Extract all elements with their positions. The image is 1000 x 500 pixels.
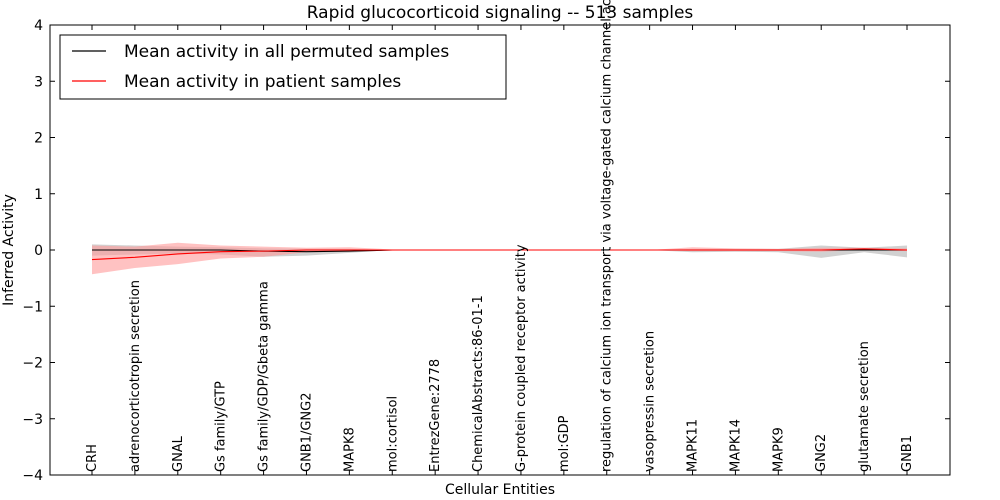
x-tick-label: glutamate secretion <box>857 341 872 472</box>
y-ticks: 4 3 2 1 0 −1 −2 −3 −4 <box>22 18 950 484</box>
y-tick-label: 0 <box>34 243 43 259</box>
y-tick-label: 4 <box>34 18 43 34</box>
x-tick-label: G-protein coupled receptor activity <box>514 244 529 472</box>
series-lines <box>91 248 908 261</box>
x-tick-label: vasopressin secretion <box>643 331 658 472</box>
y-tick-label: 2 <box>34 131 43 147</box>
y-tick-label: 3 <box>34 74 43 90</box>
x-tick-label: regulation of calcium ion transport via … <box>600 0 615 472</box>
x-tick-label: MAPK11 <box>686 419 701 472</box>
confidence-bands <box>92 242 907 275</box>
series-line <box>91 248 908 261</box>
y-axis-label: Inferred Activity <box>1 194 17 306</box>
y-tick-label: −2 <box>22 356 43 372</box>
x-tick-label: Gs family/GTP <box>214 381 229 472</box>
y-tick-label: −4 <box>22 468 43 484</box>
series-band <box>92 244 907 258</box>
x-tick-label: MAPK14 <box>728 419 743 472</box>
x-tick-label: EntrezGene:2778 <box>428 359 443 472</box>
chart-title: Rapid glucocorticoid signaling -- 513 sa… <box>307 3 694 23</box>
x-tick-label: ChemicalAbstracts:86-01-1 <box>471 295 486 472</box>
legend-label: Mean activity in all permuted samples <box>124 42 449 62</box>
x-axis-label: Cellular Entities <box>445 482 555 498</box>
y-tick-label: −3 <box>22 412 43 428</box>
x-tick-label: MAPK8 <box>342 427 357 472</box>
y-tick-label: 1 <box>34 187 43 203</box>
series-band <box>92 242 907 275</box>
plot-frame <box>49 24 951 476</box>
legend: Mean activity in all permuted samplesMea… <box>59 34 507 100</box>
x-tick-label: adrenocorticotropin secretion <box>128 280 143 472</box>
x-tick-label: mol:cortisol <box>385 396 400 472</box>
legend-box <box>59 34 507 100</box>
x-tick-label: mol:GDP <box>557 415 572 472</box>
x-tick-label: GNG2 <box>814 434 829 472</box>
legend-label: Mean activity in patient samples <box>124 72 401 92</box>
x-tick-label: GNAL <box>171 435 186 472</box>
x-tick-label: Gs family/GDP/Gbeta gamma <box>257 281 272 472</box>
x-tick-label: GNB1/GNG2 <box>299 392 314 472</box>
x-tick-label: MAPK9 <box>771 427 786 472</box>
x-tick-label: CRH <box>85 444 100 472</box>
y-tick-label: −1 <box>22 299 43 315</box>
x-tick-label: GNB1 <box>900 435 915 472</box>
